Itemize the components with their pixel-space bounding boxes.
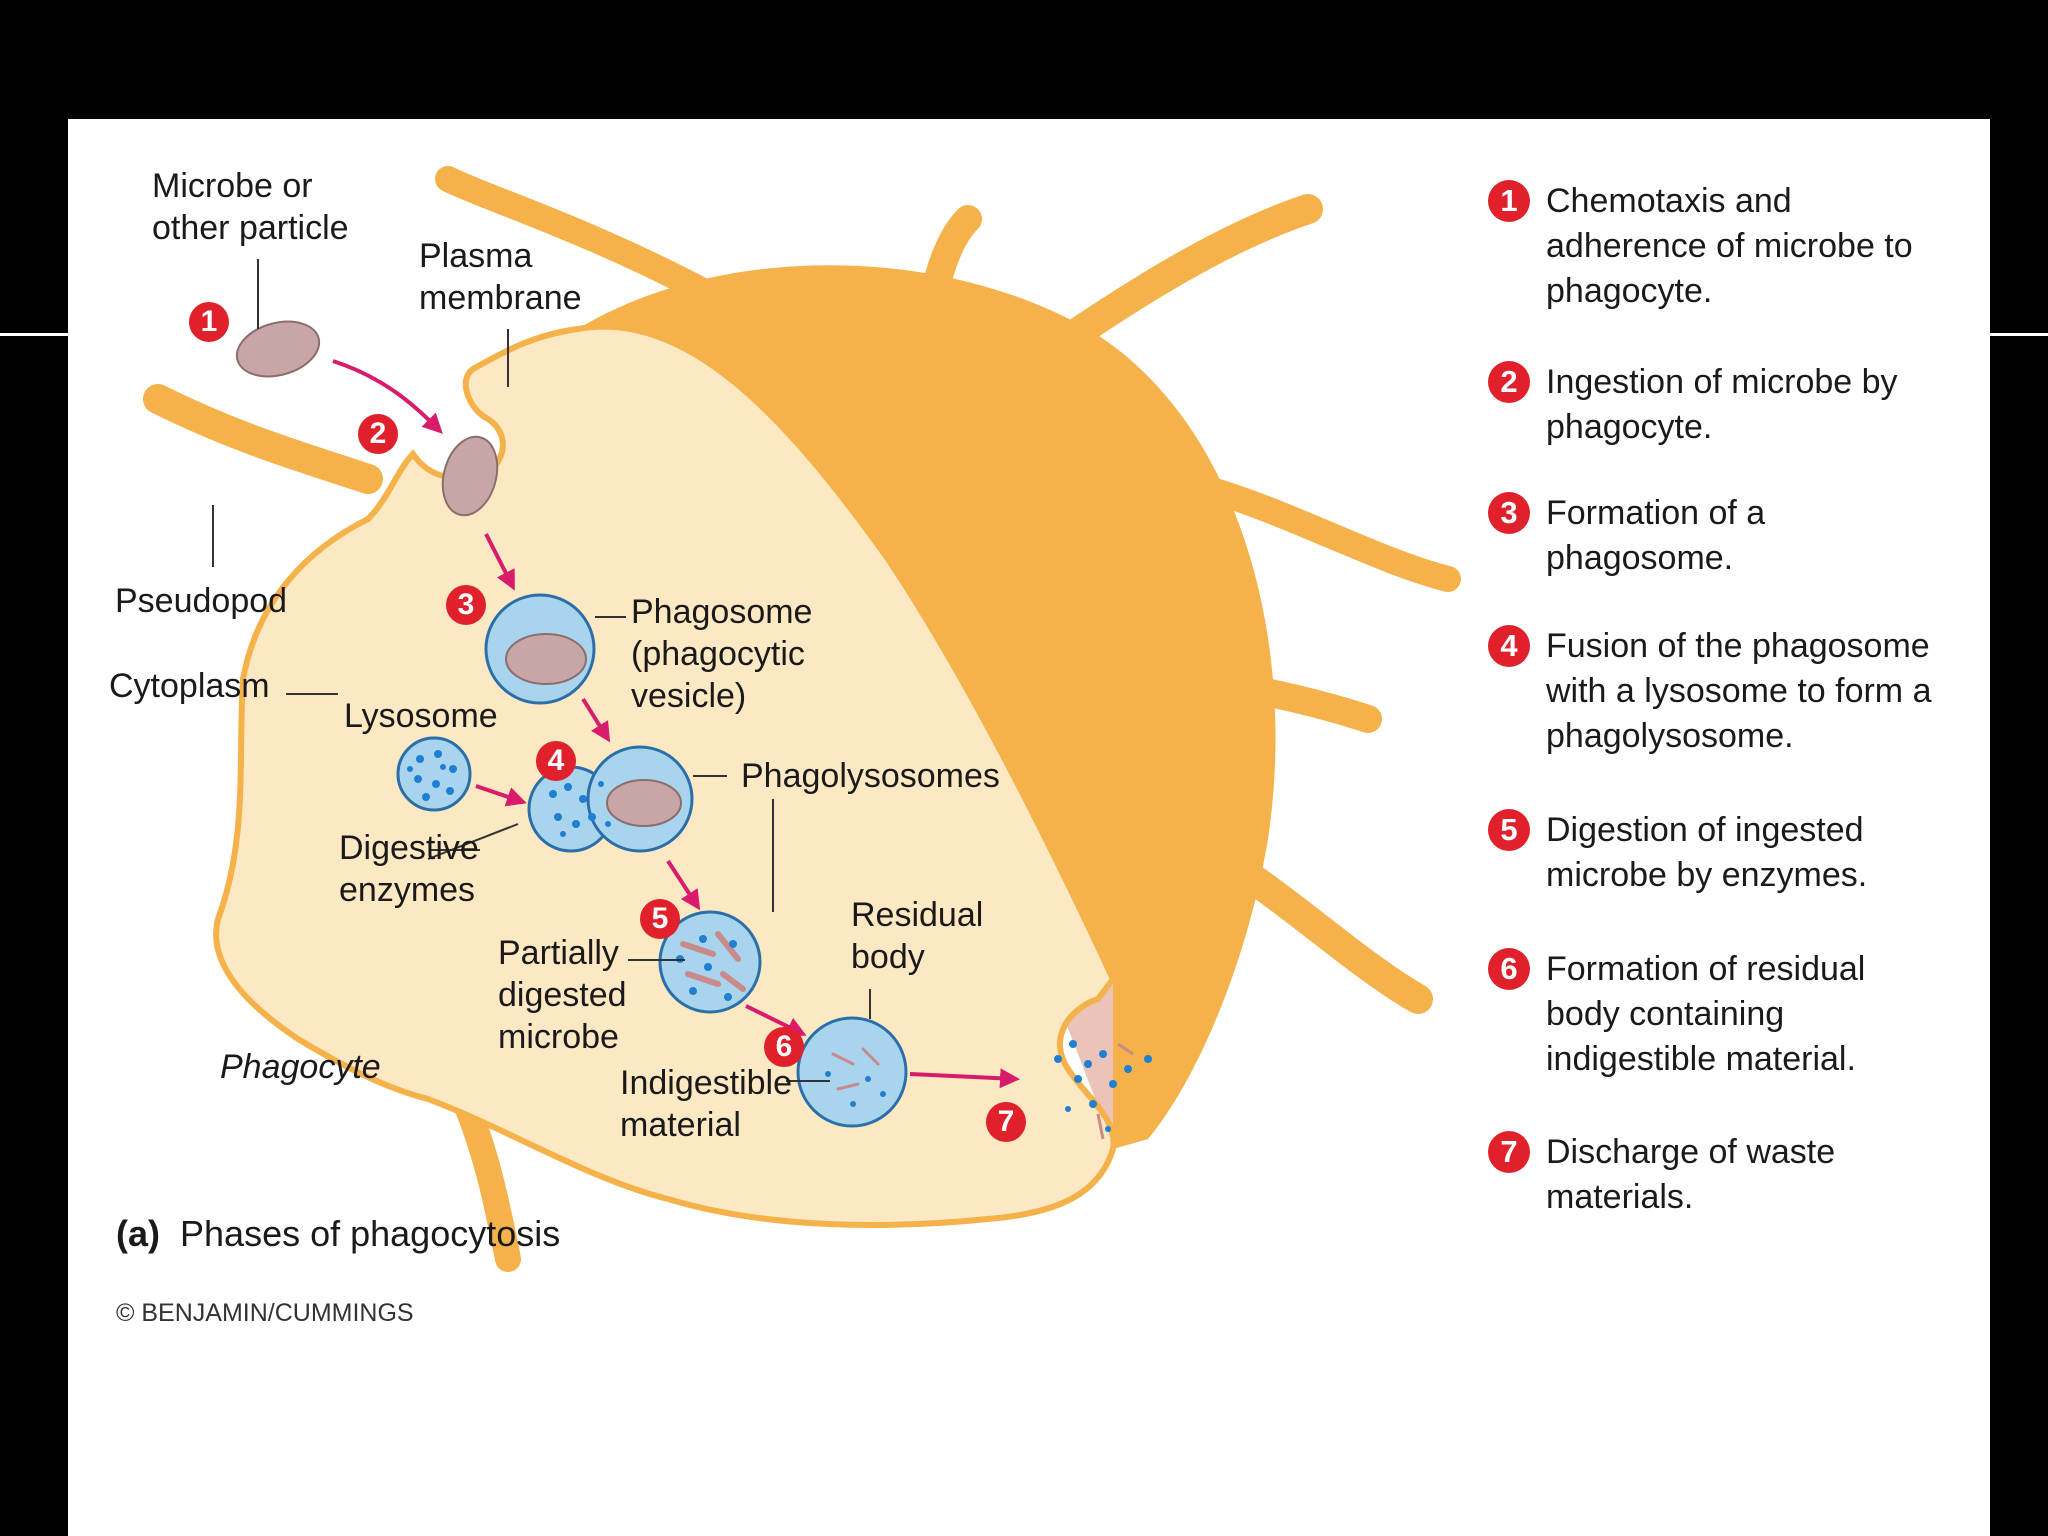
figure-credit: © BENJAMIN/CUMMINGS [116, 1299, 414, 1327]
slide-rule-right [1990, 333, 2048, 336]
figure-step-badge-6: 6 [764, 1027, 804, 1067]
figure-step-badge-4: 4 [536, 741, 576, 781]
figure-caption: (a) Phases of phagocytosis [116, 1213, 560, 1255]
label-indigestible: Indigestible material [620, 1064, 793, 1144]
figure-step-badge-3: 3 [446, 585, 486, 625]
slide-rule-left [0, 333, 68, 336]
step-badge-5: 5 [1488, 809, 1530, 851]
phagosome-microbe [505, 633, 587, 685]
phagolysosome-digesting [658, 910, 762, 1014]
arrow-3-to-4 [581, 697, 611, 743]
residual-body [796, 1016, 908, 1128]
step-badge-2: 2 [1488, 361, 1530, 403]
microbe-free [235, 320, 321, 378]
figure-step-badge-5: 5 [640, 899, 680, 939]
label-cytoplasm: Cytoplasm [109, 667, 270, 705]
label-residual-body: Residual body [851, 896, 984, 976]
figure-step-badge-1: 1 [189, 302, 229, 342]
arrow-2-to-3 [484, 533, 515, 591]
arrow-6-to-7 [909, 1068, 1020, 1089]
pseudopod-bottom [455, 1096, 521, 1272]
step-badge-7: 7 [1488, 1131, 1530, 1173]
figure-panel: 1 2 3 4 5 6 7 Microbe or other particle … [68, 119, 1990, 1536]
label-partially-digested: Partially digested microbe [498, 934, 627, 1056]
label-lysosome: Lysosome [344, 697, 498, 735]
arrow-lysosome-to-4 [475, 784, 527, 807]
label-phagocyte: Phagocyte [220, 1048, 381, 1086]
step-badge-3: 3 [1488, 492, 1530, 534]
step-text-5: Digestion of ingested microbe by enzymes… [1546, 811, 1868, 894]
step-text-4: Fusion of the phagosome with a lysosome … [1546, 627, 1932, 755]
step-badge-4: 4 [1488, 625, 1530, 667]
label-plasma-membrane: Plasma membrane [419, 237, 582, 317]
step-badge-1: 1 [1488, 180, 1530, 222]
pseudopod-top-right [1053, 194, 1323, 354]
label-microbe: Microbe or other particle [152, 167, 349, 247]
step-text-3: Formation of a phagosome. [1546, 494, 1766, 577]
step-text-1: Chemotaxis and adherence of microbe to p… [1546, 182, 1913, 310]
figure-step-badge-2: 2 [358, 414, 398, 454]
step-text-6: Formation of residual body containing in… [1546, 950, 1866, 1078]
leader-lines [212, 259, 871, 1082]
arrow-4-to-5 [666, 859, 701, 911]
label-digestive-enzymes: Digestive enzymes [339, 829, 479, 909]
step-text-7: Discharge of waste materials. [1546, 1133, 1836, 1216]
figure-step-badge-7: 7 [986, 1102, 1026, 1142]
step-text-2: Ingestion of microbe by phagocyte. [1546, 363, 1898, 446]
label-phagolysosomes: Phagolysosomes [741, 757, 1000, 795]
phagolysosome-fusion [527, 745, 694, 853]
caption-part: (a) [116, 1213, 160, 1254]
label-phagosome: Phagosome (phagocytic vesicle) [631, 593, 813, 715]
step-badge-6: 6 [1488, 948, 1530, 990]
pseudopod-top-left [435, 166, 731, 312]
microbe-ingested [441, 435, 499, 517]
caption-title: Phases of phagocytosis [180, 1213, 561, 1254]
phagocytosis-diagram [143, 166, 1461, 1272]
waste-discharge [1054, 1040, 1152, 1140]
label-pseudopod: Pseudopod [115, 582, 288, 620]
lysosome [396, 736, 472, 812]
arrow-1-to-2 [332, 359, 443, 434]
pseudopod-left [143, 384, 383, 494]
